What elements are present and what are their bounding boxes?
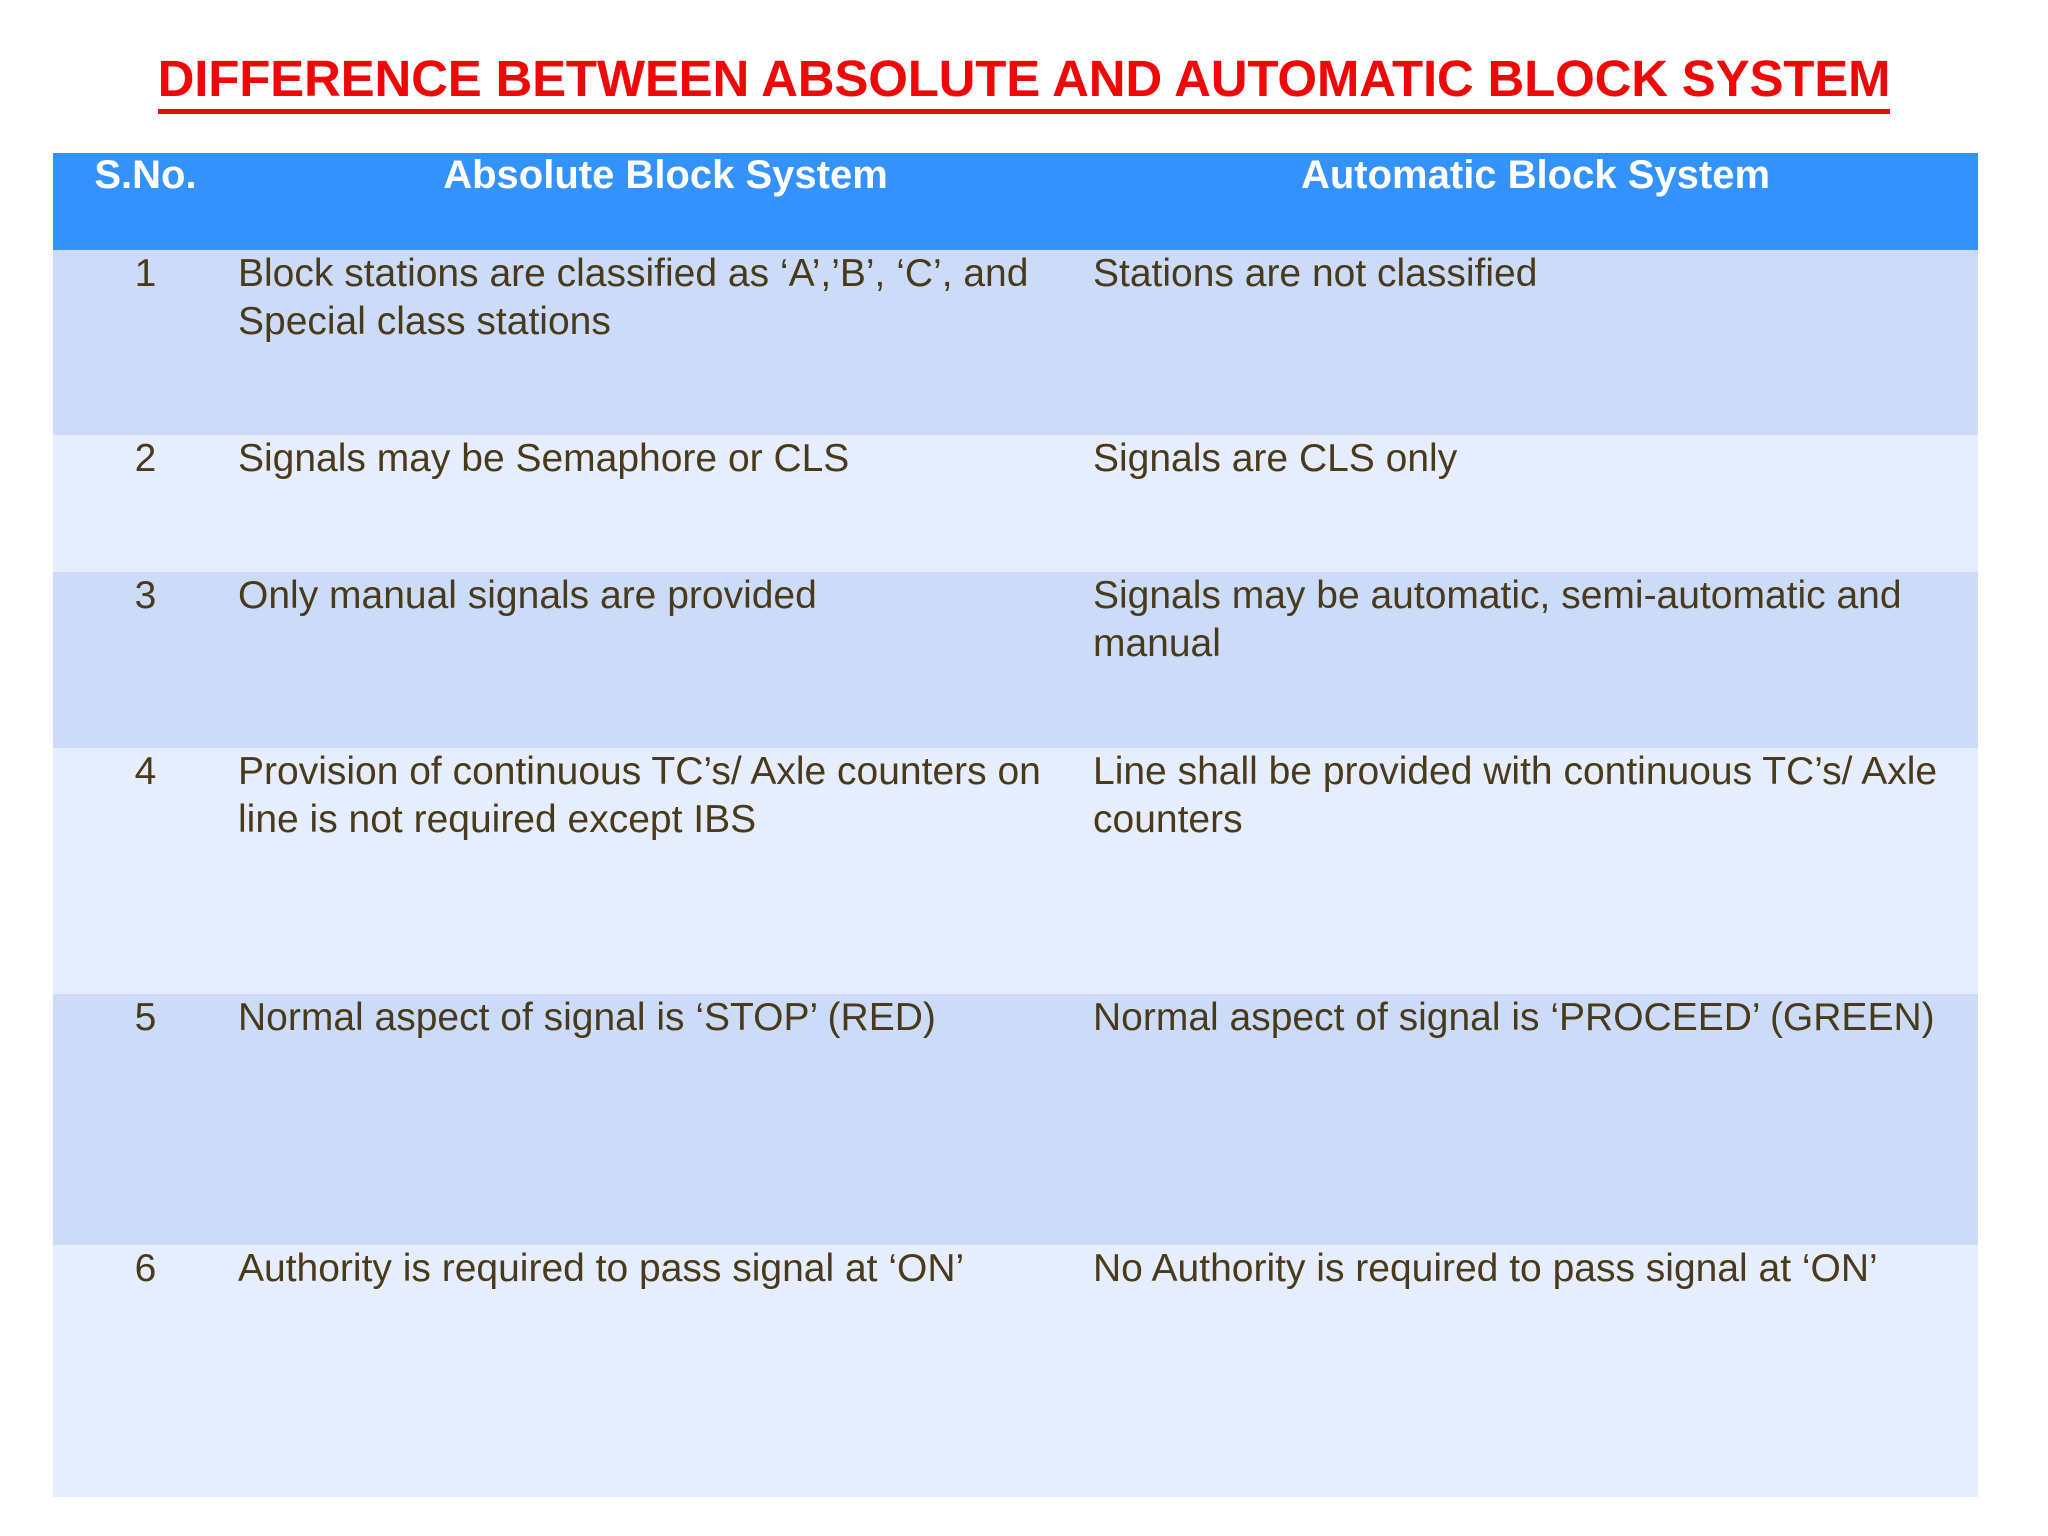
- table-row: 3 Only manual signals are provided Signa…: [53, 572, 1978, 748]
- table-row: 5 Normal aspect of signal is ‘STOP’ (RED…: [53, 994, 1978, 1245]
- row-6-absolute: Authority is required to pass signal at …: [238, 1245, 1093, 1497]
- row-3-automatic: Signals may be automatic, semi-automatic…: [1093, 572, 1978, 748]
- row-4-absolute: Provision of continuous TC’s/ Axle count…: [238, 748, 1093, 994]
- column-header-automatic-block-system: Automatic Block System: [1093, 153, 1978, 250]
- table-row: 6 Authority is required to pass signal a…: [53, 1245, 1978, 1497]
- row-5-absolute: Normal aspect of signal is ‘STOP’ (RED): [238, 994, 1093, 1245]
- row-4-automatic: Line shall be provided with continuous T…: [1093, 748, 1978, 994]
- row-1-absolute: Block stations are classified as ‘A’,’B’…: [238, 250, 1093, 435]
- row-5-automatic: Normal aspect of signal is ‘PROCEED’ (GR…: [1093, 994, 1978, 1245]
- table-header-row: S.No. Absolute Block System Automatic Bl…: [53, 153, 1978, 250]
- comparison-table: S.No. Absolute Block System Automatic Bl…: [53, 153, 1978, 1497]
- row-6-sno: 6: [53, 1245, 238, 1497]
- page-title-container: DIFFERENCE BETWEEN ABSOLUTE AND AUTOMATI…: [0, 52, 2048, 114]
- row-5-sno: 5: [53, 994, 238, 1245]
- row-6-automatic: No Authority is required to pass signal …: [1093, 1245, 1978, 1497]
- row-2-sno: 2: [53, 435, 238, 572]
- row-2-automatic: Signals are CLS only: [1093, 435, 1978, 572]
- row-4-sno: 4: [53, 748, 238, 994]
- table-row: 1 Block stations are classified as ‘A’,’…: [53, 250, 1978, 435]
- row-3-sno: 3: [53, 572, 238, 748]
- table-body: 1 Block stations are classified as ‘A’,’…: [53, 250, 1978, 1497]
- table-header: S.No. Absolute Block System Automatic Bl…: [53, 153, 1978, 250]
- table-row: 4 Provision of continuous TC’s/ Axle cou…: [53, 748, 1978, 994]
- row-3-absolute: Only manual signals are provided: [238, 572, 1093, 748]
- row-1-automatic: Stations are not classified: [1093, 250, 1978, 435]
- column-header-absolute-block-system: Absolute Block System: [238, 153, 1093, 250]
- column-header-sno: S.No.: [53, 153, 238, 250]
- row-2-absolute: Signals may be Semaphore or CLS: [238, 435, 1093, 572]
- table-row: 2 Signals may be Semaphore or CLS Signal…: [53, 435, 1978, 572]
- row-1-sno: 1: [53, 250, 238, 435]
- page-title: DIFFERENCE BETWEEN ABSOLUTE AND AUTOMATI…: [157, 52, 1891, 114]
